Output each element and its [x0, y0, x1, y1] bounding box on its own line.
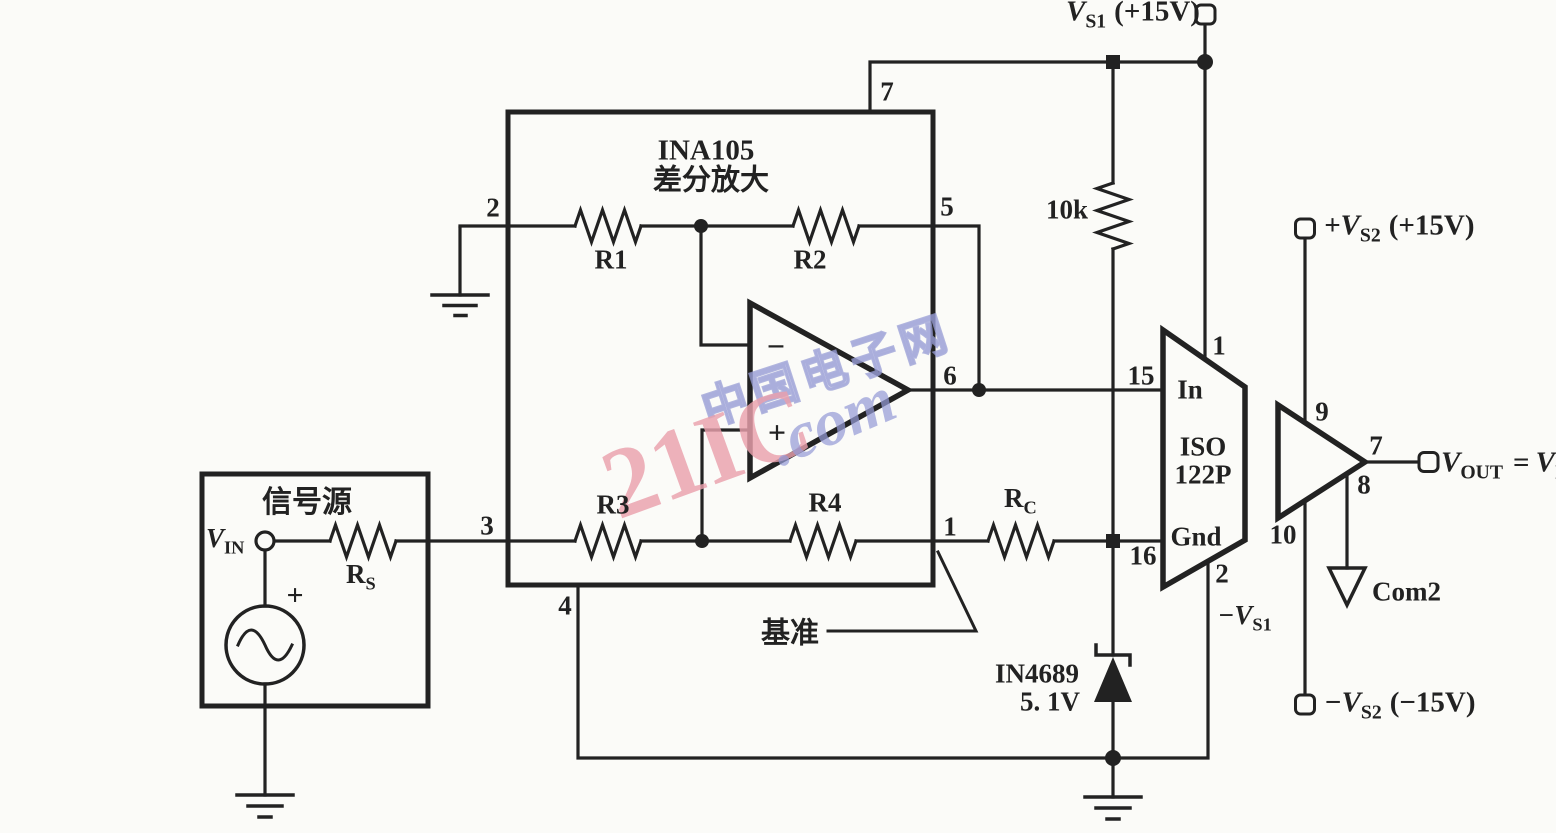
ina105-box	[505, 109, 936, 588]
iso-pin16-label: 16	[1129, 540, 1157, 571]
r3-label: R3	[596, 489, 630, 520]
resistor-10k	[1092, 180, 1134, 252]
buffer-pin9-label: 9	[1315, 396, 1329, 427]
ground-symbol-left	[430, 293, 490, 318]
rc-label: RC	[1004, 483, 1037, 518]
sine-source-symbol	[224, 604, 306, 686]
rs-label: RS	[346, 559, 376, 594]
r4-label: R4	[808, 487, 842, 518]
ina105-pin5-label: 5	[940, 191, 954, 222]
iso-pin2-label: 2	[1215, 558, 1229, 589]
buffer-pin10-label: 10	[1269, 519, 1297, 550]
opamp-minus-label: −	[766, 328, 786, 364]
resistor-r4	[787, 520, 859, 562]
r1-label: R1	[594, 244, 628, 275]
resistors	[327, 180, 1134, 562]
vin-terminal	[254, 530, 276, 552]
pos-vs2-label: +VS2(+15V)	[1324, 209, 1475, 247]
ground-symbol-source	[235, 793, 295, 819]
source-polarity-label: +	[286, 579, 304, 612]
iso122p-symbol	[1160, 324, 1248, 592]
ground-symbol-bottom	[1083, 795, 1143, 821]
r10k-label: 10k	[1045, 194, 1089, 225]
signal-source-title: 信号源	[262, 486, 352, 519]
opamp-symbol	[747, 298, 914, 483]
reference-label: 基准	[760, 617, 820, 650]
buffer-pin7-label: 7	[1369, 430, 1383, 461]
vs1-label: VS1(+15V)	[1066, 0, 1200, 33]
neg-vs2-label: −VS2(−15V)	[1324, 686, 1476, 724]
resistor-rc	[985, 520, 1057, 562]
iso-in-label: In	[1177, 374, 1203, 405]
signal-wires	[263, 224, 1210, 799]
ina105-pin6-label: 6	[943, 360, 957, 391]
junction-dots	[694, 54, 1213, 766]
output-buffer-symbol	[1275, 399, 1371, 524]
vs1-terminal	[1194, 3, 1217, 26]
neg-vs1-label: −VS1	[1218, 600, 1272, 635]
iso-name-line2: 122P	[1174, 459, 1232, 490]
vout-terminal	[1417, 451, 1440, 473]
resistor-rs	[327, 520, 399, 562]
ina105-name-label: INA105	[657, 134, 755, 167]
signal-source-box	[199, 471, 431, 709]
com2-label: Com2	[1372, 576, 1441, 607]
ina105-pin1-label: 1	[943, 511, 957, 542]
iso-gnd-label: Gnd	[1170, 521, 1222, 552]
ina105-pin4-label: 4	[558, 590, 572, 621]
com2-symbol	[1326, 566, 1368, 610]
iso-pin15-label: 15	[1127, 360, 1155, 391]
resistor-r1	[572, 205, 644, 247]
zener-diode-symbol	[1094, 643, 1132, 702]
zener-part-label: IN4689	[994, 658, 1080, 689]
iso-name-line1: ISO	[1179, 431, 1227, 462]
ina105-pin2-label: 2	[486, 192, 500, 223]
resistor-r3	[572, 520, 644, 562]
ina105-pin3-label: 3	[480, 510, 494, 541]
iso-pin1-label: 1	[1212, 330, 1226, 361]
vin-label: VIN	[206, 523, 245, 558]
pos-vs2-terminal	[1294, 217, 1316, 240]
neg-vs2-terminal	[1294, 693, 1316, 716]
vout-label: VOUT=VIN	[1441, 446, 1556, 484]
resistor-r2	[790, 205, 862, 247]
reference-pointer-line	[826, 549, 979, 633]
opamp-plus-label: +	[767, 414, 787, 450]
r2-label: R2	[793, 244, 827, 275]
zener-voltage-label: 5. 1V	[1020, 686, 1080, 717]
power-rail-wires	[868, 22, 1421, 760]
ina105-desc-label: 差分放大	[652, 164, 770, 197]
buffer-pin8-label: 8	[1357, 469, 1371, 500]
ina105-pin7-label: 7	[880, 76, 894, 107]
